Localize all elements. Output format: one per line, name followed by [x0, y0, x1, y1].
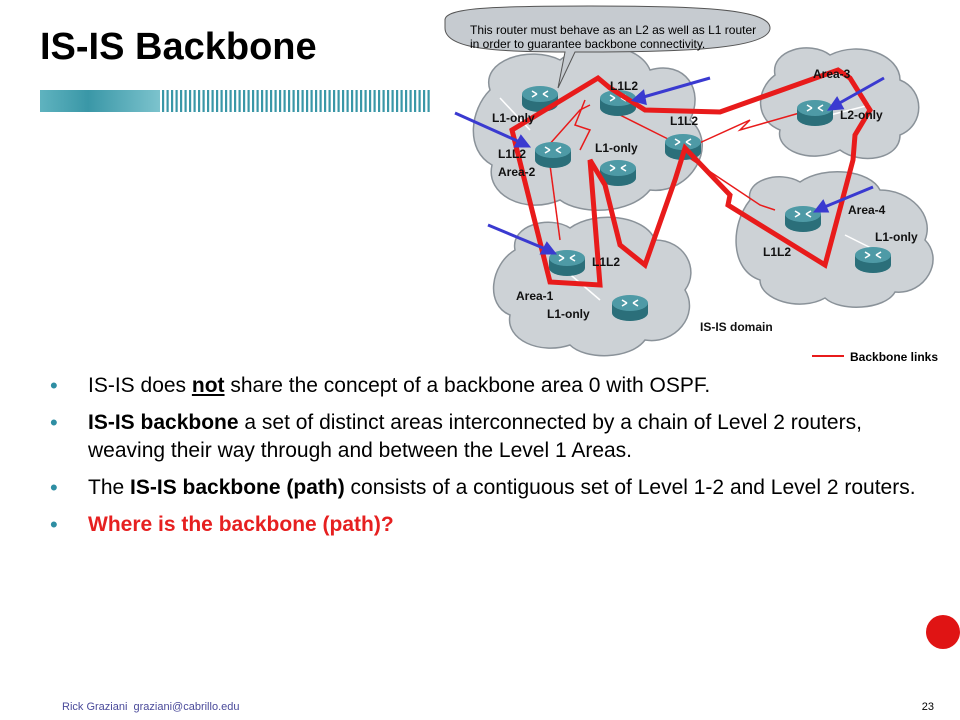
bullet-2: IS-IS backbone a set of distinct areas i… [50, 409, 918, 465]
label-l2-only: L2-only [840, 108, 883, 122]
bullet-4: Where is the backbone (path)? [50, 511, 918, 539]
label-area-2: Area-2 [498, 165, 536, 179]
footer-email: graziani@cabrillo.edu [133, 701, 240, 713]
bullet-list: IS-IS does not share the concept of a ba… [50, 372, 918, 548]
page-number: 23 [921, 701, 934, 713]
bullet-1-emphasis: not [191, 374, 225, 397]
legend: Backbone links [812, 350, 938, 364]
router-icon [600, 90, 636, 116]
backbone-path [509, 67, 873, 288]
callout-bubble: This router must behave as an L2 as well… [444, 5, 771, 89]
router-icon [522, 86, 558, 112]
bullet-2-emphasis: IS-IS backbone [88, 411, 239, 434]
legend-label: Backbone links [850, 350, 938, 364]
label-l1l2-top: L1L2 [610, 79, 638, 93]
router-icon [612, 295, 648, 321]
label-l1-only-area4: L1-only [875, 230, 918, 244]
label-l1-only-area1: L1-only [547, 307, 590, 321]
bullet-1: IS-IS does not share the concept of a ba… [50, 372, 918, 400]
router-icon [600, 160, 636, 186]
bullet-3-text-end: consists of a contiguous set of Level 1-… [344, 476, 916, 499]
label-l1-only-area2: L1-only [492, 111, 535, 125]
footer-author-name: Rick Graziani [62, 701, 128, 713]
footer-author: Rick Graziani graziani@cabrillo.edu [62, 701, 239, 713]
router-icon [549, 250, 585, 276]
title-decoration-bar [40, 90, 430, 112]
label-l1l2-area2: L1L2 [498, 147, 526, 161]
label-l1l2-mid: L1L2 [670, 114, 698, 128]
label-area-4: Area-4 [848, 203, 886, 217]
router-icon [535, 142, 571, 168]
slide-title: IS-IS Backbone [40, 26, 317, 68]
router-icon [855, 247, 891, 273]
cloud-area-4 [735, 170, 934, 308]
label-l1-only-mid: L1-only [595, 141, 638, 155]
isis-backbone-diagram: This router must behave as an L2 as well… [444, 5, 938, 364]
label-l1l2-area1: L1L2 [592, 255, 620, 269]
label-area-1: Area-1 [516, 289, 554, 303]
router-icon [797, 100, 833, 126]
red-dot-marker [926, 615, 960, 649]
label-l1l2-area4: L1L2 [763, 245, 791, 259]
bullet-1-text-start: IS-IS does [88, 374, 192, 397]
bullet-3: The IS-IS backbone (path) consists of a … [50, 474, 918, 502]
label-area-3: Area-3 [813, 67, 851, 81]
label-isis-domain: IS-IS domain [700, 320, 773, 334]
callout-line-2: in order to guarantee backbone connectiv… [470, 37, 705, 51]
bullet-1-text-end: share the concept of a backbone area 0 w… [224, 374, 711, 397]
router-icon [785, 206, 821, 232]
bullet-2-text: a set of distinct areas interconnected b… [88, 411, 862, 462]
cloud-area-2 [472, 44, 703, 211]
bullet-4-question: Where is the backbone (path)? [88, 513, 394, 536]
bullet-3-text-start: The [88, 476, 131, 499]
callout-line-1: This router must behave as an L2 as well… [470, 23, 756, 37]
bullet-3-emphasis: IS-IS backbone (path) [130, 476, 345, 499]
